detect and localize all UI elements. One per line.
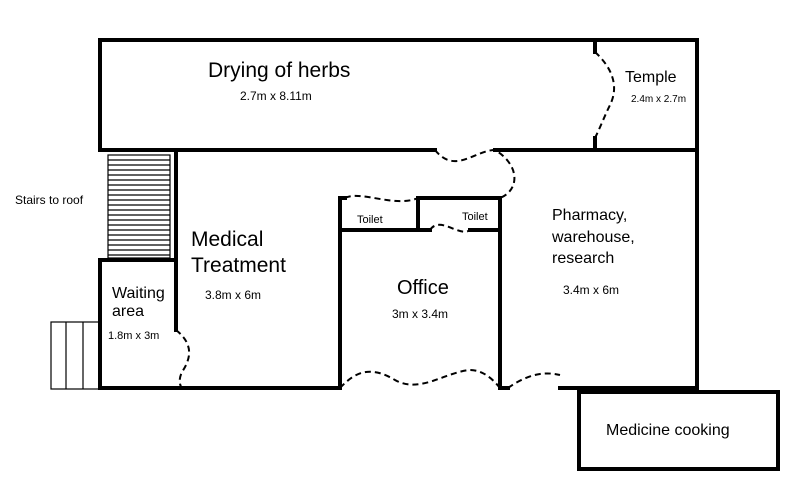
door-pharmacy bbox=[507, 372, 561, 389]
label-medicine-cooking: Medicine cooking bbox=[606, 422, 730, 439]
label-pharmacy-line3: research bbox=[552, 250, 614, 267]
door-office bbox=[339, 368, 501, 389]
door-drying-room bbox=[434, 148, 516, 199]
entry-steps bbox=[50, 321, 101, 390]
label-toilet-right: Toilet bbox=[462, 211, 488, 223]
label-office: Office bbox=[397, 277, 449, 299]
dims-drying-of-herbs: 2.7m x 8.11m bbox=[240, 89, 312, 103]
medical-walls bbox=[98, 148, 191, 389]
dims-temple: 2.4m x 2.7m bbox=[631, 94, 686, 105]
stair-treads bbox=[108, 159, 170, 256]
dims-pharmacy: 3.4m x 6m bbox=[563, 283, 619, 297]
label-pharmacy-line1: Pharmacy, bbox=[552, 207, 627, 224]
drying-room-walls bbox=[98, 148, 699, 199]
door-toilet-left bbox=[344, 194, 419, 203]
label-medical-line2: Treatment bbox=[191, 254, 286, 277]
label-toilet-left: Toilet bbox=[357, 214, 383, 226]
door-waiting-area bbox=[175, 329, 191, 389]
stairs bbox=[107, 154, 171, 259]
label-medical-line1: Medical bbox=[191, 228, 263, 251]
label-drying-of-herbs: Drying of herbs bbox=[208, 59, 350, 82]
label-pharmacy-line2: warehouse, bbox=[551, 229, 635, 246]
dims-waiting: 1.8m x 3m bbox=[108, 330, 159, 342]
door-toilet-right bbox=[429, 223, 471, 233]
medicine-cooking-walls bbox=[577, 390, 780, 471]
temple-walls bbox=[593, 38, 616, 152]
label-waiting-line1: Waiting bbox=[112, 285, 165, 302]
outer-walls bbox=[98, 38, 699, 390]
label-waiting-line2: area bbox=[112, 303, 144, 320]
label-temple: Temple bbox=[625, 69, 677, 86]
door-temple bbox=[594, 51, 616, 139]
dims-office: 3m x 3.4m bbox=[392, 307, 448, 321]
dims-medical: 3.8m x 6m bbox=[205, 288, 261, 302]
label-stairs-to-roof: Stairs to roof bbox=[15, 193, 84, 207]
office-walls bbox=[338, 194, 561, 390]
